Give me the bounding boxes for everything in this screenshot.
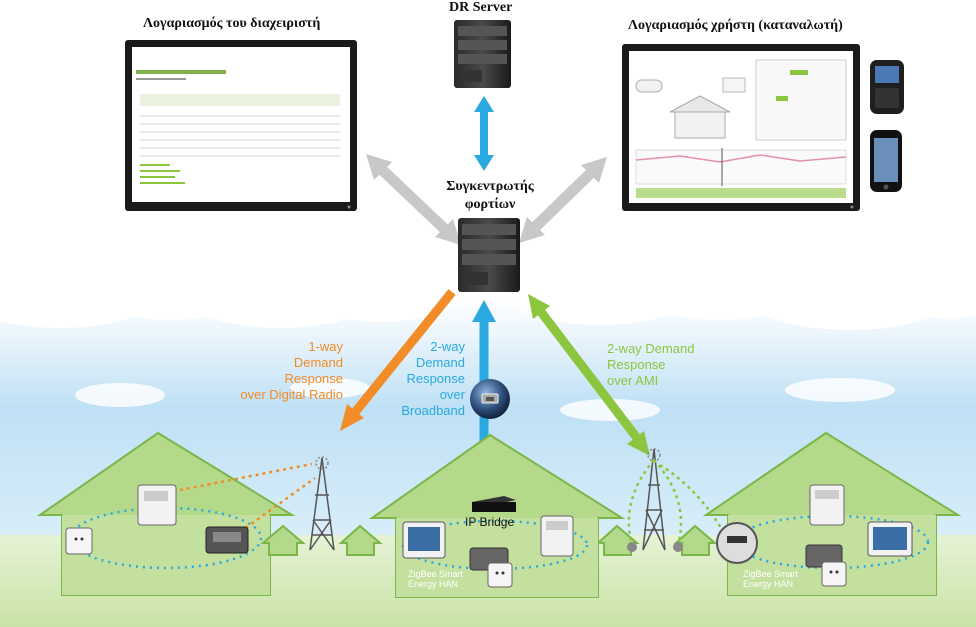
zigbee-label-center: ZigBee Smart Energy HAN [408, 569, 463, 589]
load-controller-icon [205, 526, 249, 554]
aggregator-title-line1: Συγκεντρωτής [446, 179, 534, 194]
broadband-line: 2-way [430, 339, 465, 354]
antenna-tower-icon [309, 456, 335, 551]
smart-plug-icon [65, 527, 93, 555]
zigbee-line: ZigBee Smart [408, 569, 464, 579]
house-center [368, 433, 626, 598]
phone-icon [870, 60, 904, 192]
dr-server-title: DR Server [449, 0, 513, 15]
ami-line: 2-way Demand [607, 341, 695, 356]
ami-line: Response [607, 357, 666, 372]
user-monitor-icon [622, 44, 860, 211]
zigbee-line: ZigBee Smart [743, 569, 799, 579]
aggregator-server-icon [458, 218, 520, 292]
thermostat-icon [809, 484, 845, 526]
zigbee-line: Energy HAN [743, 579, 794, 589]
aggregator-title: Συγκεντρωτής φορτίων [430, 178, 550, 214]
zigbee-line: Energy HAN [408, 579, 459, 589]
broadband-line: Demand [415, 355, 465, 370]
broadband-label: 2-way Demand Response over Broadband [380, 339, 465, 419]
house-left [36, 431, 316, 596]
ami-mesh-links [627, 459, 727, 546]
touchscreen-display-icon [402, 521, 446, 559]
user-link-arrow [519, 157, 607, 243]
user-account-title: Λογαριασμός χρήστη (καταναλωτή) [628, 18, 843, 33]
ami-line: over AMI [607, 373, 659, 388]
aggregator-title-line2: φορτίων [464, 197, 516, 212]
digital-radio-line: Demand [293, 355, 343, 370]
house-right [702, 431, 962, 596]
smart-plug-icon [487, 562, 513, 588]
digital-radio-label: 1-way Demand Response over Digital Radio [210, 339, 343, 403]
admin-link-arrow [366, 154, 461, 245]
zigbee-label-right: ZigBee Smart Energy HAN [743, 569, 798, 589]
dr-server-icon [454, 20, 511, 88]
server-link-arrow [474, 96, 494, 171]
admin-account-title: Λογαριασμός του διαχειριστή [143, 16, 321, 31]
ami-link-arrow [528, 294, 650, 456]
ami-label: 2-way Demand Response over AMI [607, 341, 694, 389]
digital-radio-link-arrow [340, 289, 456, 431]
digital-radio-line: 1-way [308, 339, 343, 354]
globe-icon [470, 379, 510, 419]
broadband-line: Broadband [401, 403, 465, 418]
broadband-line: over [439, 387, 465, 402]
smart-plug-icon [821, 561, 847, 587]
ip-bridge-icon [472, 496, 516, 512]
thermostat-icon [137, 484, 177, 526]
digital-radio-line: Response [284, 371, 343, 386]
broadband-line: Response [406, 371, 465, 386]
thermostat-icon [540, 515, 574, 557]
smart-meter-icon [716, 522, 758, 564]
ip-bridge-label: IP Bridge [465, 515, 515, 529]
touchscreen-display-icon [867, 521, 913, 557]
digital-radio-line: over Digital Radio [240, 387, 343, 402]
admin-monitor-icon [125, 40, 357, 211]
